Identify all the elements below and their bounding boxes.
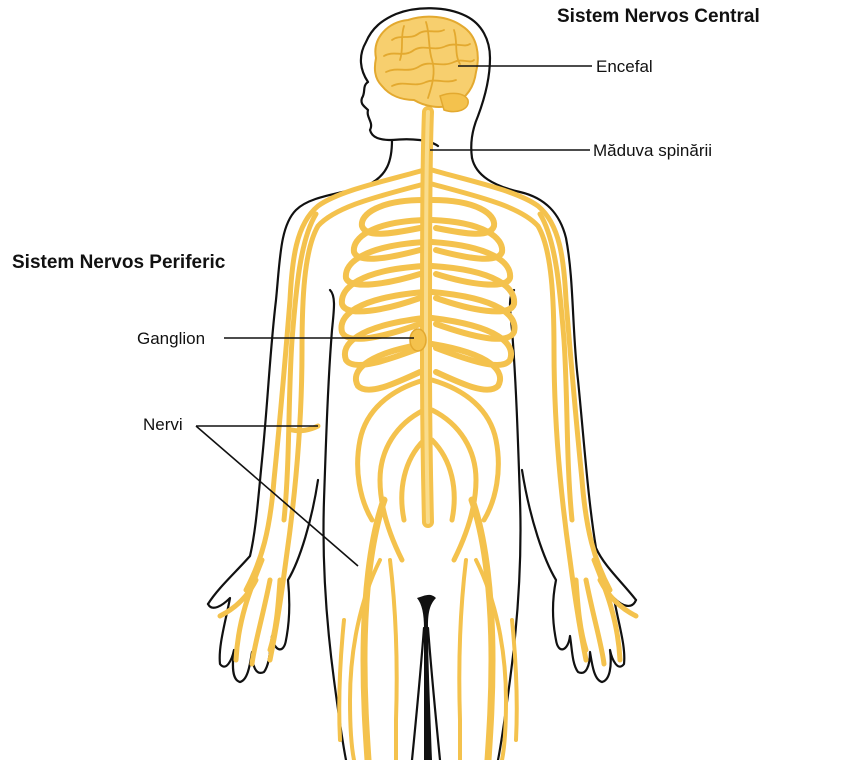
brain-label: Encefal bbox=[596, 57, 653, 76]
head-outline bbox=[359, 7, 492, 160]
leg-branch-nerves bbox=[337, 558, 519, 762]
left-hand-outline bbox=[206, 478, 320, 684]
inner-leg-right bbox=[426, 626, 442, 762]
spinal-cord bbox=[419, 106, 434, 528]
inner-leg-left bbox=[410, 626, 426, 762]
annotations: Sistem Nervos Central Sistem Nervos Peri… bbox=[12, 6, 760, 567]
spinal-cord-label: Măduva spinării bbox=[593, 141, 712, 160]
crotch-shape bbox=[417, 594, 436, 760]
right-hand-outline bbox=[520, 468, 638, 684]
intercostal-nerves-right bbox=[429, 197, 518, 393]
nerves-leader-line-leg bbox=[195, 425, 359, 567]
leg-nerves bbox=[360, 496, 496, 764]
arm-nerves-right bbox=[429, 167, 639, 667]
brain bbox=[373, 15, 479, 113]
left-torso-outline bbox=[322, 288, 348, 762]
peripheral-nervous-system-heading: Sistem Nervos Periferic bbox=[12, 252, 226, 273]
nerves-label: Nervi bbox=[143, 415, 183, 434]
ganglion-label: Ganglion bbox=[137, 329, 205, 348]
arm-nerves-left bbox=[217, 167, 427, 667]
abdominal-nerves bbox=[355, 377, 501, 563]
central-nervous-system-heading: Sistem Nervos Central bbox=[557, 6, 760, 27]
right-shoulder-outline bbox=[470, 156, 638, 602]
intercostal-nerves-left bbox=[338, 197, 427, 393]
ganglion-node bbox=[409, 328, 427, 352]
peripheral-nerves bbox=[217, 167, 639, 764]
